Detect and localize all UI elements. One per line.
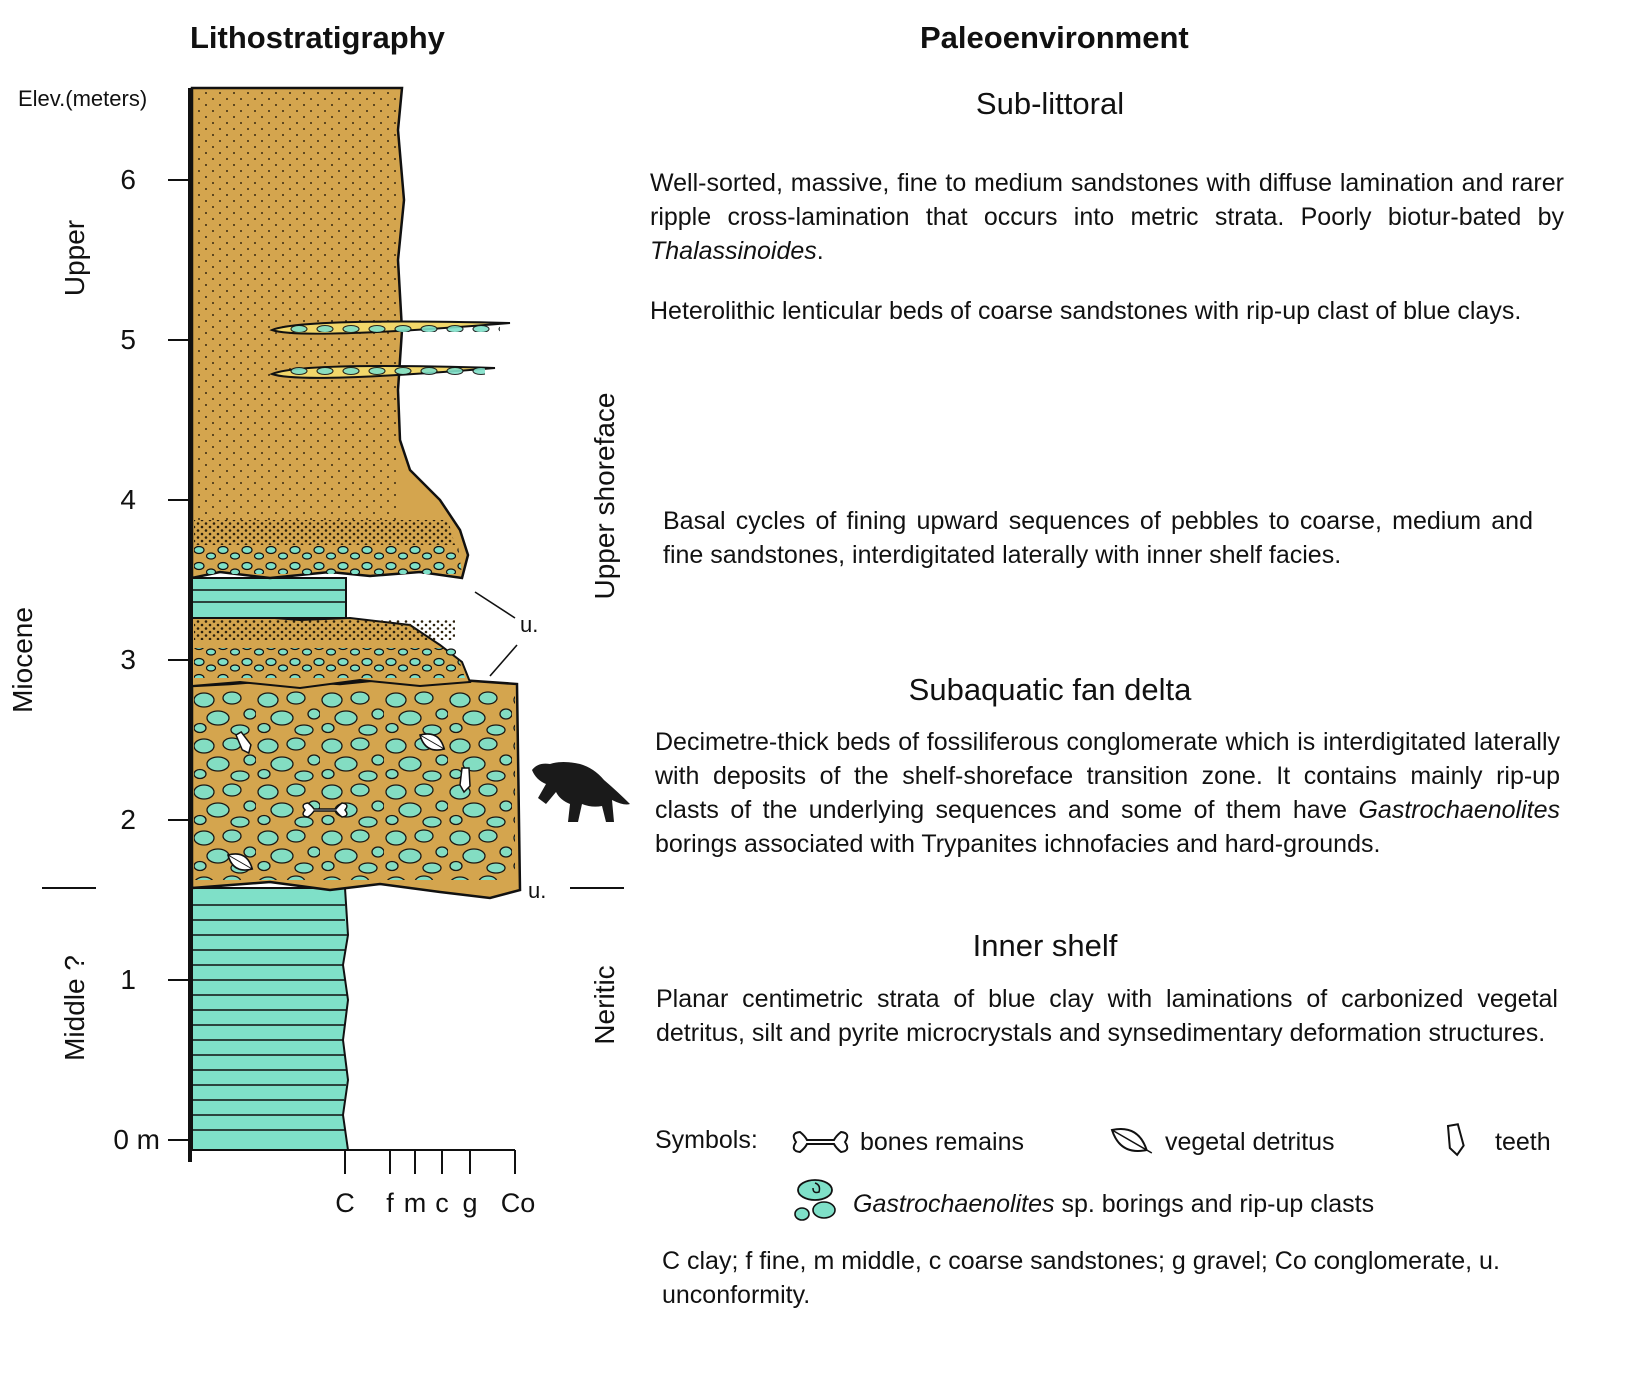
inner-shelf-paragraph: Planar centimetric strata of blue clay w… — [656, 985, 1558, 1047]
legend-borings-label: Gastrochaenolites sp. borings and rip-up… — [853, 1190, 1375, 1218]
elevation-tick-label: 2 — [120, 804, 136, 835]
lens-lower — [269, 364, 496, 379]
grain-tick-label: f — [386, 1188, 394, 1218]
bone-icon — [302, 802, 348, 818]
grain-tick-label: C — [335, 1188, 355, 1218]
legend-tooth-icon — [1446, 1123, 1465, 1157]
unconformity-label: u. — [528, 878, 546, 903]
zone-upper-shoreface-label: Upper shoreface — [589, 392, 620, 599]
tooth-icon — [235, 731, 252, 755]
elevation-tick-label: 6 — [120, 164, 136, 195]
grain-tick-label: Co — [501, 1188, 536, 1218]
zone-neritic-label: Neritic — [589, 965, 620, 1044]
elevation-tick-label: 4 — [120, 484, 136, 515]
fan-delta-paragraph: Decimetre-thick beds of fossiliferous co… — [655, 728, 1560, 858]
legend-vegetal-label: vegetal detritus — [1165, 1128, 1335, 1156]
tooth-icon — [459, 767, 471, 794]
abbreviations-note: C clay; f fine, m middle, c coarse sands… — [662, 1247, 1500, 1309]
unconformity-leader — [474, 591, 516, 619]
legend-bones-label: bones remains — [860, 1128, 1024, 1156]
clay-bed-lower — [191, 887, 350, 1151]
leaf-icon — [419, 733, 446, 751]
elevation-tick-label: 5 — [120, 324, 136, 355]
lens-upper — [269, 320, 511, 335]
grain-tick-label: c — [435, 1188, 449, 1218]
genus-name: Thalassinoides — [650, 237, 817, 265]
elevation-label: Elev.(meters) — [18, 86, 147, 111]
grain-tick-label: g — [462, 1188, 477, 1218]
grain-tick-label: m — [404, 1188, 427, 1218]
legend-teeth-label: teeth — [1495, 1128, 1551, 1156]
stage-middle-label: Middle ? — [59, 955, 90, 1061]
clay-bed-middle — [191, 577, 347, 619]
stage-upper-label: Upper — [59, 220, 90, 296]
unconformity-label: u. — [520, 612, 538, 637]
unconformity-leader — [489, 644, 518, 677]
legend-bone-icon — [792, 1130, 849, 1154]
elevation-ticks — [168, 179, 190, 1141]
fan-delta-title: Subaquatic fan delta — [908, 672, 1192, 707]
legend-leaf-icon — [1110, 1128, 1153, 1154]
inner-shelf-title: Inner shelf — [972, 928, 1118, 963]
elevation-tick-label: 1 — [120, 964, 136, 995]
mammal-silhouette-icon — [532, 762, 630, 822]
epoch-label: Miocene — [7, 607, 38, 713]
sub-littoral-paragraph-1: Well-sorted, massive, fine to medium san… — [650, 169, 1564, 265]
legend-borings-icon — [794, 1179, 836, 1221]
leaf-icon — [227, 853, 254, 871]
symbols-label: Symbols: — [655, 1126, 758, 1154]
grain-ticks — [344, 1150, 516, 1174]
elevation-tick-label: 3 — [120, 644, 136, 675]
sub-littoral-title: Sub-littoral — [975, 86, 1125, 121]
sub-littoral-paragraph-2: Heterolithic lenticular beds of coarse s… — [650, 297, 1522, 325]
sub-littoral-paragraph-3: Basal cycles of fining upward sequences … — [663, 507, 1533, 569]
elevation-tick-label: 0 m — [113, 1124, 160, 1155]
lithostratigraphy-header: Lithostratigraphy — [190, 20, 445, 55]
genus-name: Gastrochaenolites — [1358, 796, 1560, 824]
paleoenvironment-header: Paleoenvironment — [920, 20, 1189, 55]
coarse-sand-bed-lower — [191, 614, 472, 690]
